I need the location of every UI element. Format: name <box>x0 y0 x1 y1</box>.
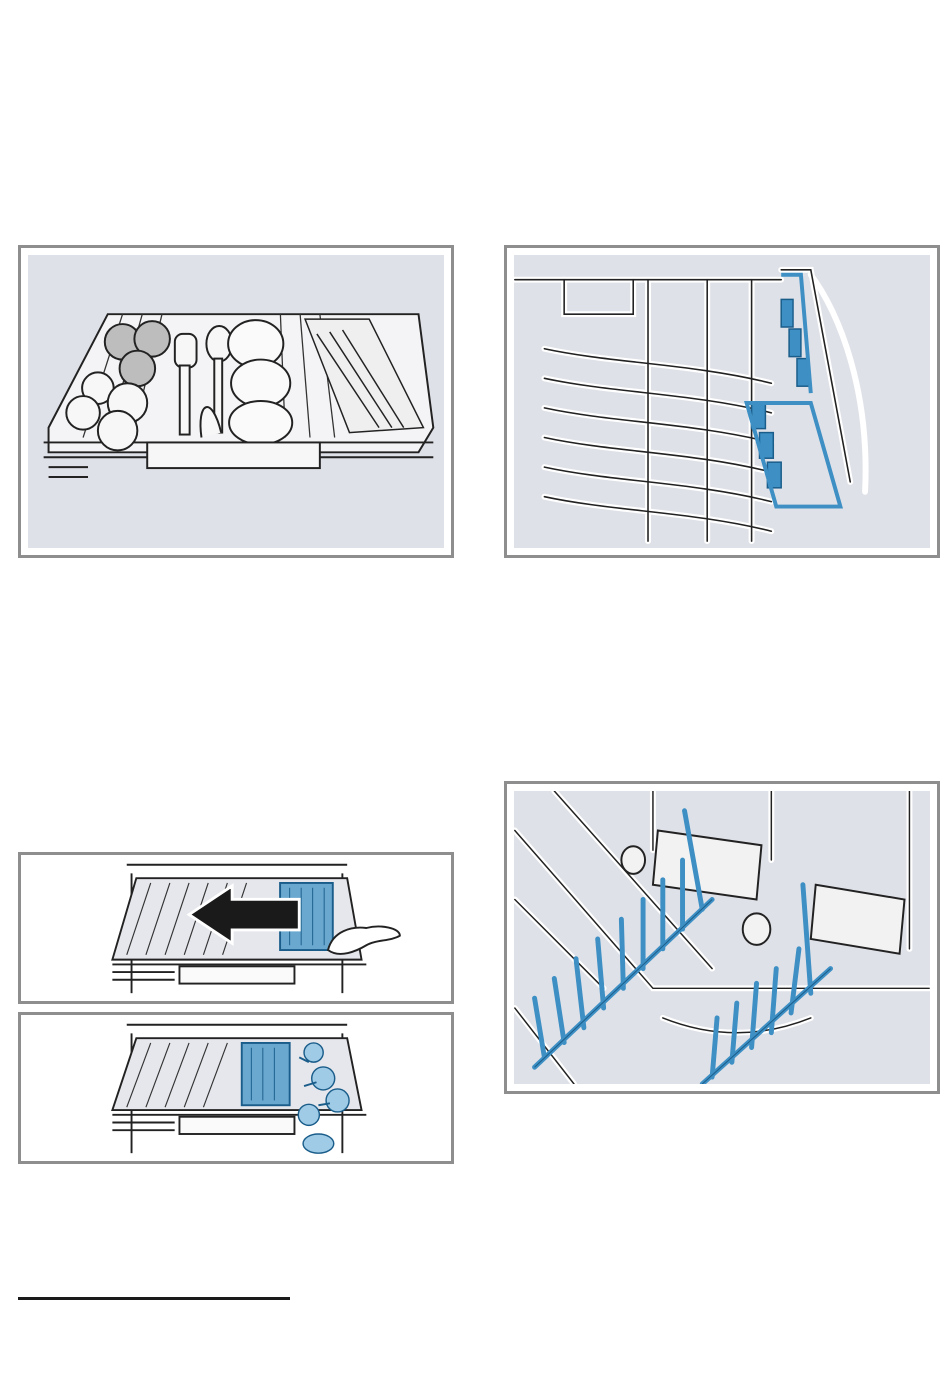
figure-upper-basket <box>18 245 454 558</box>
figure-panel <box>514 255 930 548</box>
section-divider-rule <box>18 1297 290 1300</box>
figure-panel <box>28 255 444 548</box>
figure-rack-rows <box>504 245 940 558</box>
glass-holder-illustration <box>25 1019 447 1157</box>
figure-cutlery-drawer-glasses <box>18 1012 454 1164</box>
figure-panel <box>25 1019 447 1157</box>
figure-tine-rows <box>504 781 940 1094</box>
rack-fold-tines-illustration <box>514 255 930 548</box>
dish-rack-illustration <box>28 255 444 548</box>
figure-cutlery-drawer-slide <box>18 852 454 1004</box>
figure-panel <box>25 859 447 997</box>
figure-panel <box>514 791 930 1084</box>
drawer-slide-illustration <box>25 859 447 997</box>
fold-tines-illustration <box>514 791 930 1084</box>
